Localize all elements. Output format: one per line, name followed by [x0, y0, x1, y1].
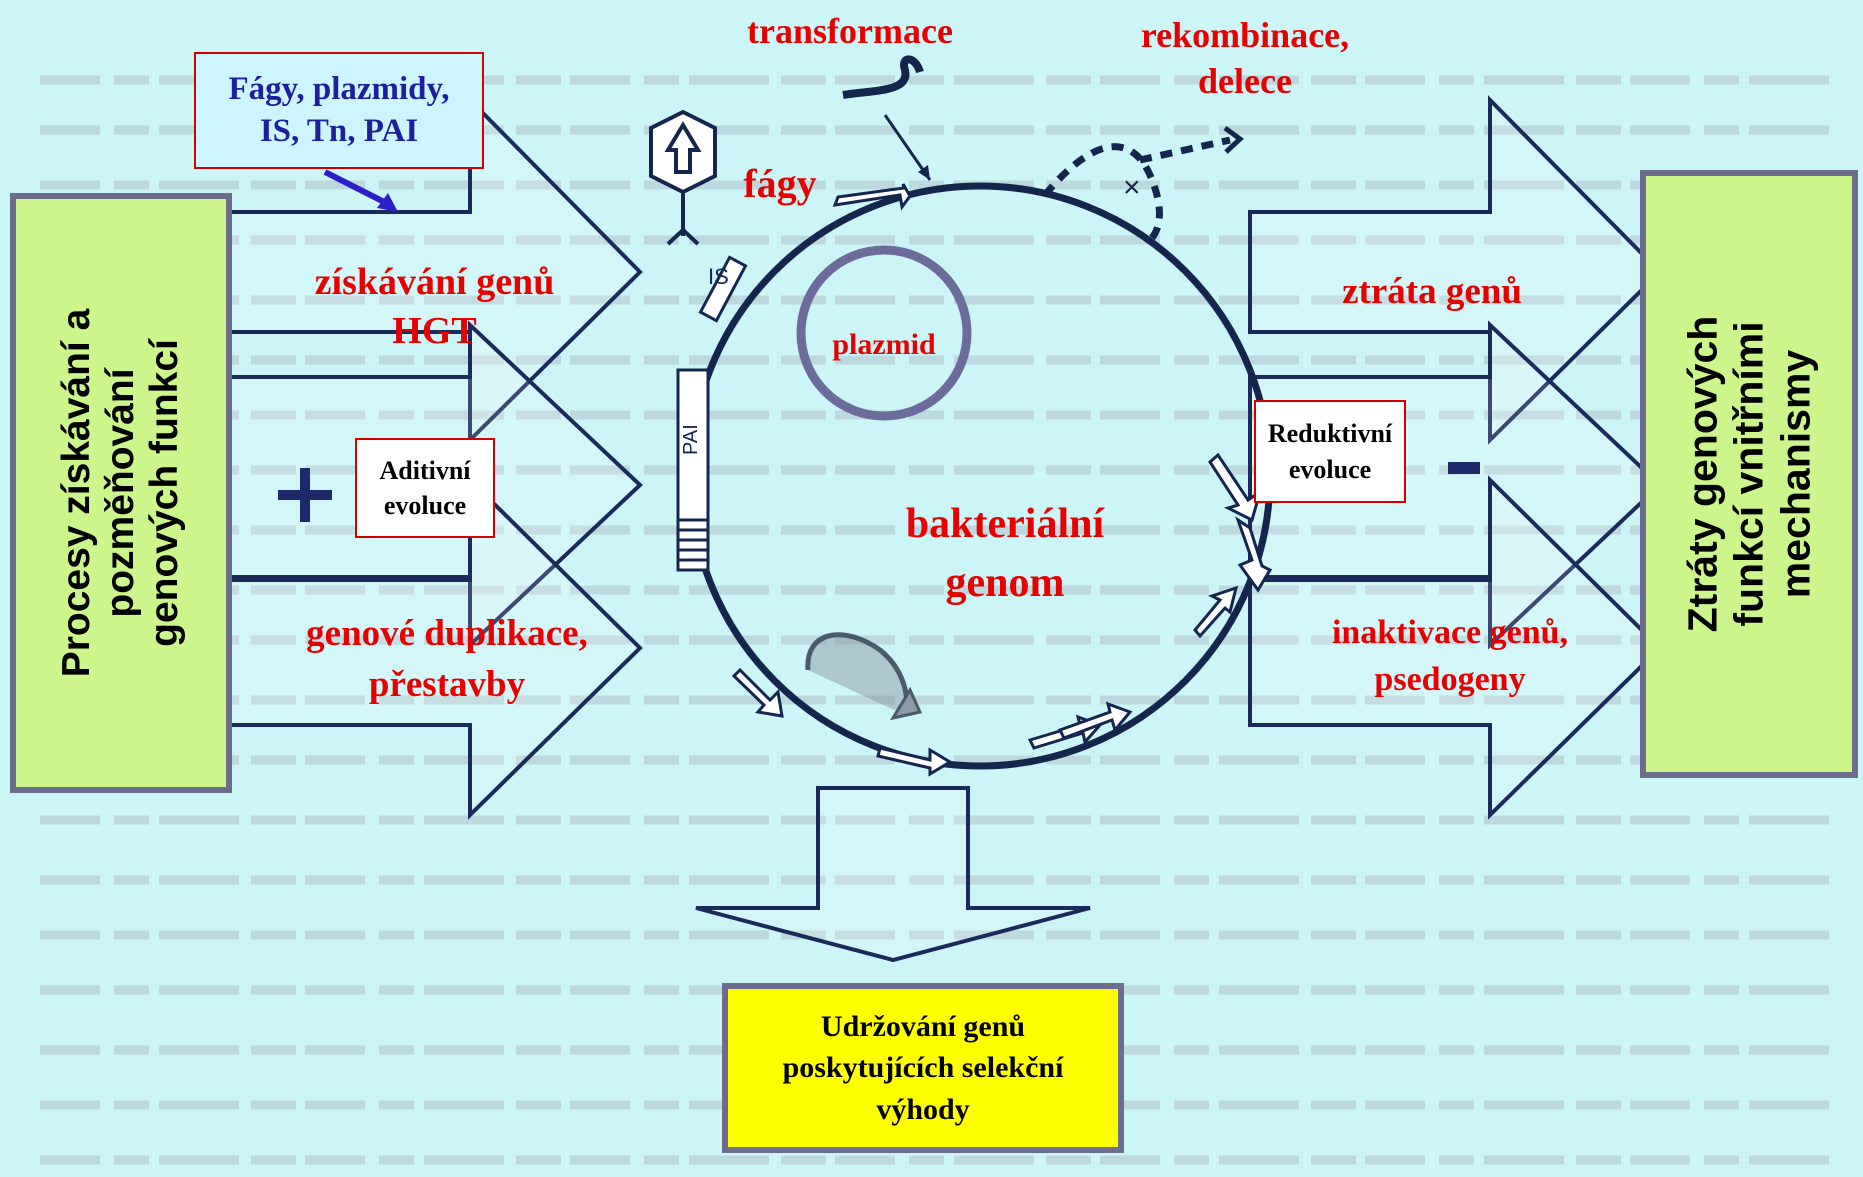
recombination-cross: × — [1123, 171, 1141, 204]
mobile-elements-arrow-head — [377, 193, 398, 212]
gene-arrow-right-2 — [1193, 585, 1239, 639]
arrow-right-bottom — [1248, 475, 1663, 820]
label-transformace: transformace — [747, 11, 953, 51]
label-bakterialni-genom: bakteriální genom — [855, 495, 1155, 613]
inaktivace-line-1: inaktivace genů, — [1331, 614, 1569, 651]
right-line-3: mechanismy — [1772, 349, 1819, 599]
gene-arrow-bottom-2 — [1057, 701, 1133, 740]
label-inaktivace: inaktivace genů, psedogeny — [1300, 610, 1600, 704]
gene-arrow-top-1 — [832, 183, 912, 211]
arrow-down — [695, 786, 1091, 963]
mobile-line-1: Fágy, plazmidy, — [228, 71, 450, 108]
left-line-3: genových funkcí — [143, 339, 187, 647]
duplikace-line-1: genové duplikace, — [306, 613, 588, 654]
left-process-text: Procesy získávání a pozměňování genových… — [55, 213, 187, 773]
gene-arrow-lower-left-1 — [731, 667, 784, 718]
reductive-evolution-box: Reduktivní evoluce — [1254, 400, 1406, 503]
maintenance-line-2: poskytujících selekční — [782, 1051, 1064, 1085]
gene-arrow-top-2 — [1208, 452, 1263, 523]
maintenance-box: Udržování genů poskytujících selekční vý… — [722, 983, 1124, 1153]
mobile-elements-box: Fágy, plazmidy, IS, Tn, PAI — [194, 52, 484, 169]
ziskavani-line-1: získávání genů — [314, 261, 555, 303]
label-rekombinace: rekombinace, delece — [1100, 12, 1390, 104]
mobile-line-2: IS, Tn, PAI — [259, 112, 419, 149]
recombination-arrow-head — [1223, 125, 1244, 154]
mobile-elements-arrow — [323, 169, 394, 209]
rekombinace-line-1: rekombinace, — [1140, 15, 1350, 55]
bacterial-genome-circle — [686, 182, 1274, 770]
recombination-dotted-loop — [1042, 143, 1163, 243]
label-duplikace: genové duplikace, přestavby — [262, 608, 632, 710]
transformation-arrow-head — [918, 165, 930, 180]
arrow-right-top — [1248, 95, 1663, 445]
arrow-left-top — [228, 95, 643, 445]
bakterialni-line-1: bakteriální — [905, 501, 1105, 547]
right-line-1: Ztráty genových — [1679, 315, 1726, 633]
left-line-2: pozměňování — [98, 368, 142, 618]
additive-line-1: Aditivní — [379, 455, 471, 485]
phage-icon — [649, 109, 717, 246]
label-pai: PAI — [680, 424, 702, 455]
minus-sign — [1448, 462, 1480, 474]
plus-vertical — [300, 468, 310, 522]
transformation-dna-squiggle — [842, 55, 924, 99]
duplikace-line-2: přestavby — [368, 664, 526, 706]
label-plazmid: plazmid — [832, 328, 936, 361]
maintenance-line-3: výhody — [876, 1092, 970, 1126]
label-ziskavani: získávání genů HGT — [262, 258, 607, 357]
gene-arrow-right — [1235, 516, 1273, 593]
label-is: IS — [708, 264, 729, 289]
is-element — [698, 255, 748, 323]
right-line-2: funkcí vnitřními — [1725, 321, 1772, 627]
rotation-curved-arrow — [805, 632, 910, 716]
maintenance-line-1: Udržování genů — [820, 1009, 1026, 1043]
right-loss-box — [1640, 170, 1858, 778]
right-loss-text: Ztráty genových funkcí vnitřními mechani… — [1680, 184, 1819, 764]
additive-evolution-box: Aditivní evoluce — [355, 438, 495, 538]
arrow-left-bottom — [228, 475, 643, 820]
left-line-1: Procesy získávání a — [54, 308, 98, 678]
plasmid-ring — [796, 245, 972, 421]
pai-element — [676, 368, 710, 572]
reductive-line-2: evoluce — [1288, 454, 1372, 484]
rekombinace-line-2: delece — [1198, 61, 1292, 102]
label-fagy: fágy — [743, 161, 817, 206]
rotation-arrow-head — [889, 686, 923, 721]
label-ztrata: ztráta genů — [1342, 271, 1522, 312]
ziskavani-line-2: HGT — [392, 310, 477, 353]
recombination-dotted-arrow — [1139, 136, 1231, 164]
additive-line-2: evoluce — [383, 491, 467, 520]
inaktivace-line-2: psedogeny — [1374, 660, 1526, 698]
left-process-box — [10, 193, 232, 793]
gene-arrow-lower-left-2 — [876, 746, 953, 777]
bakterialni-line-2: genom — [945, 559, 1065, 606]
reductive-line-1: Reduktivní — [1267, 419, 1393, 449]
